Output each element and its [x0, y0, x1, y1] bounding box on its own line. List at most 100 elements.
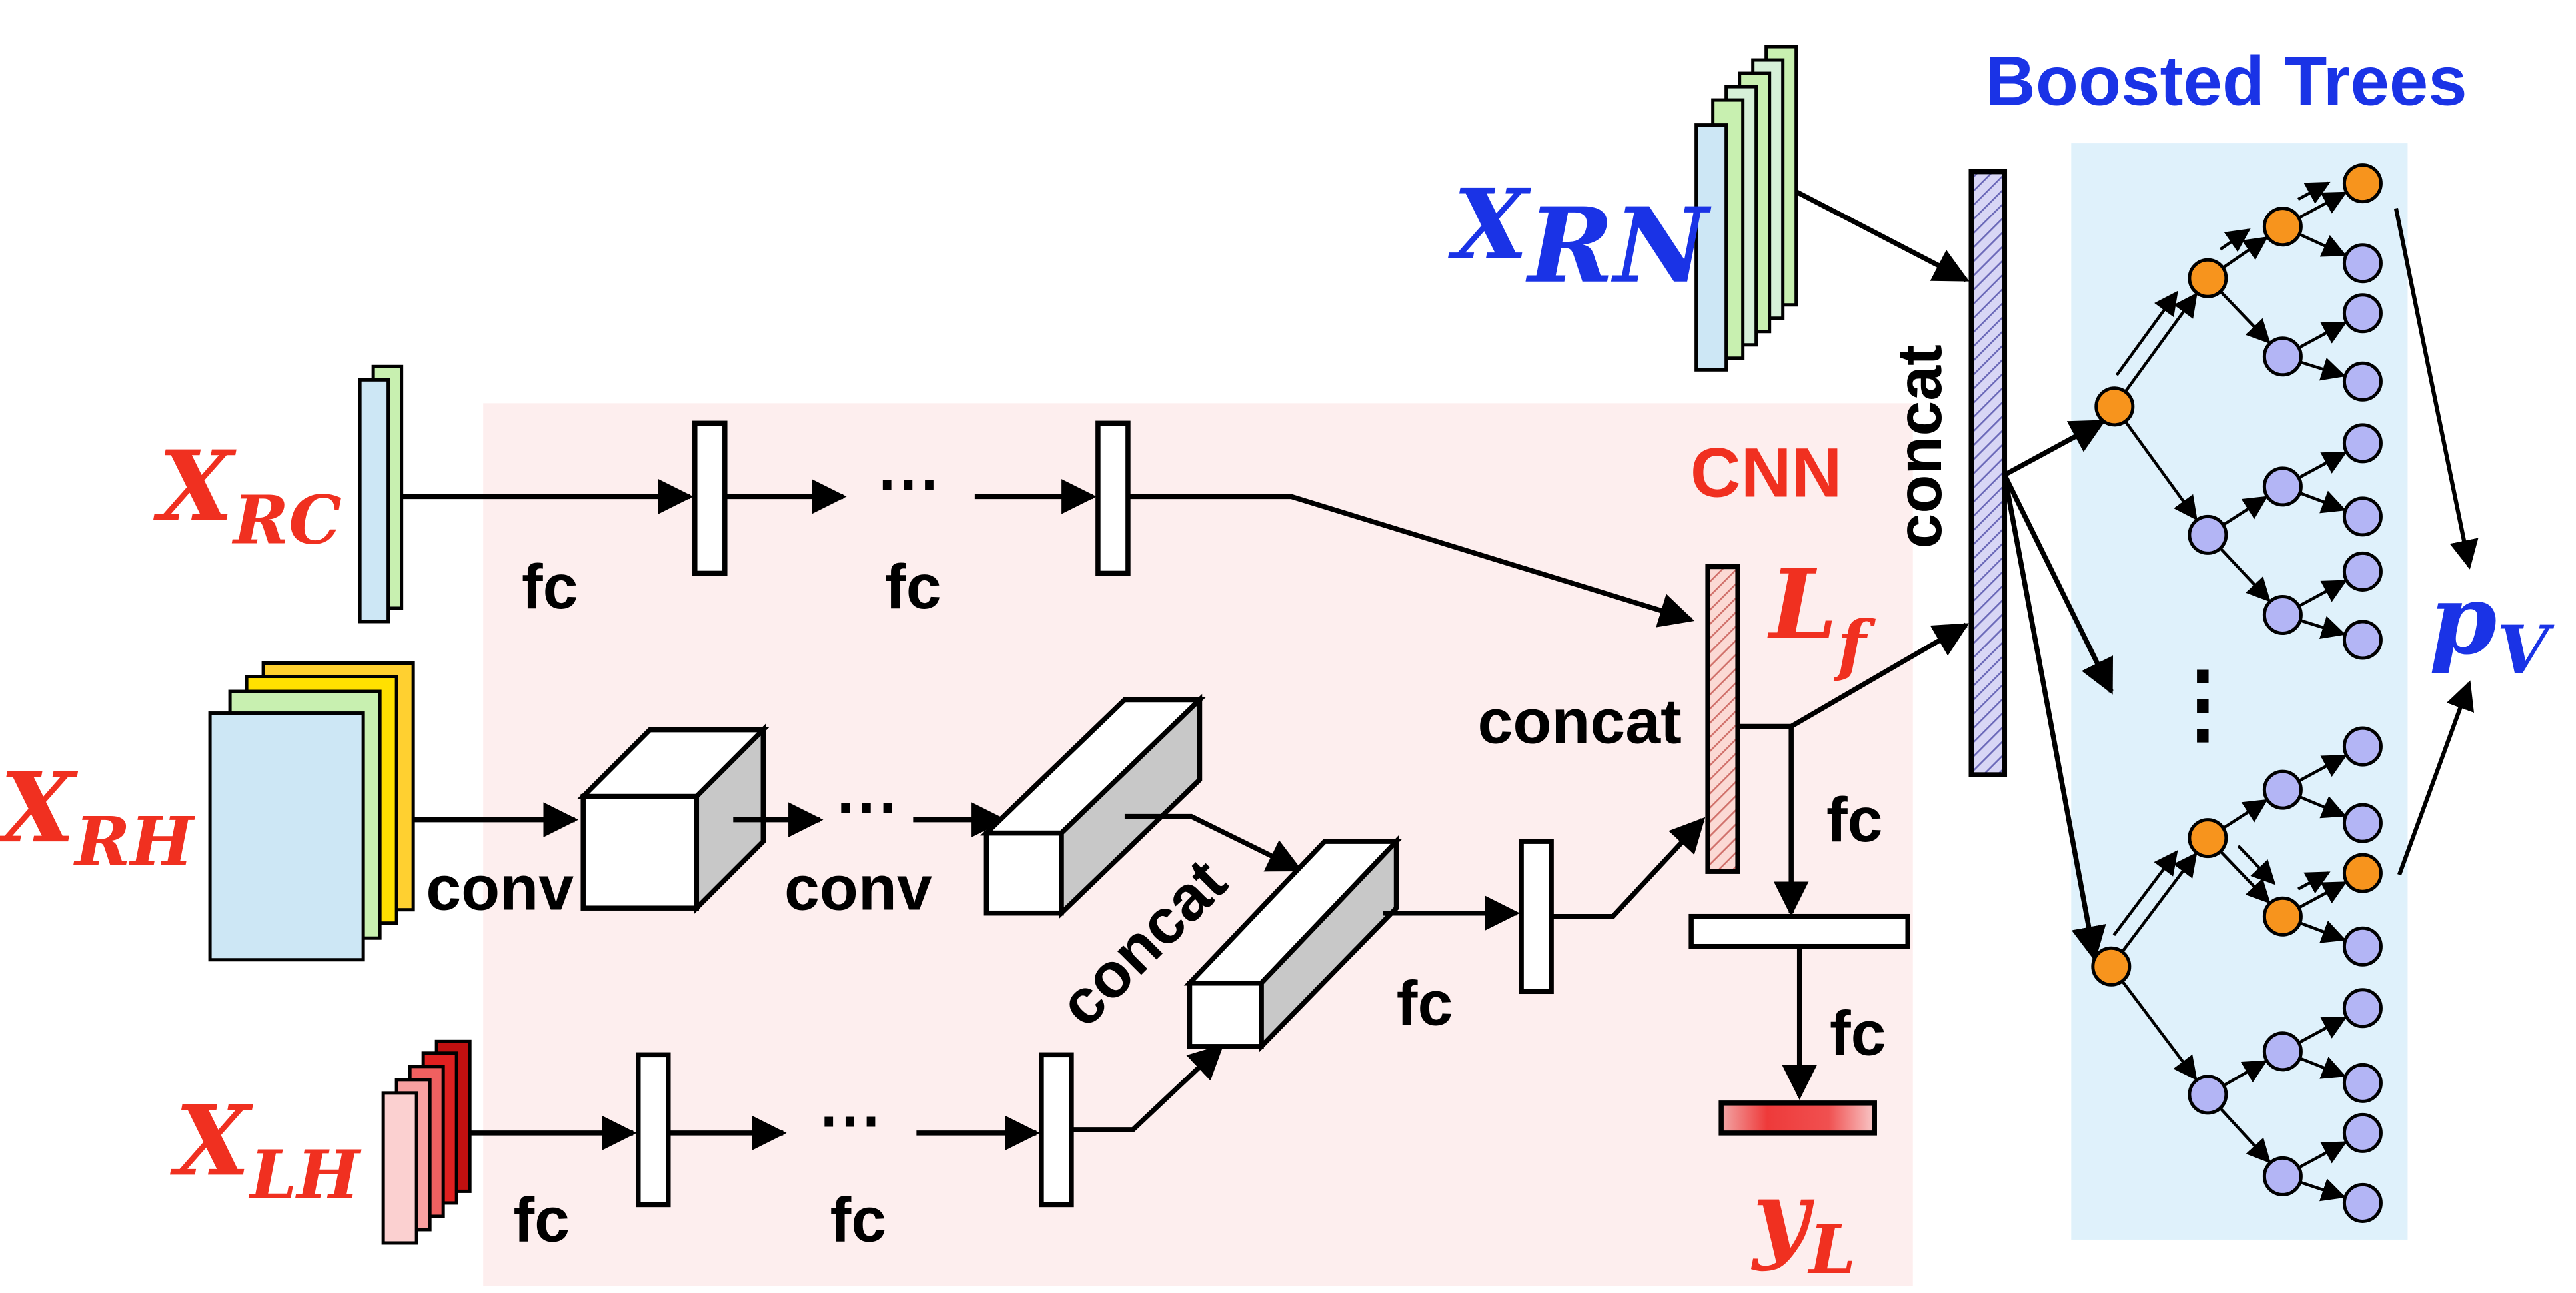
tree-node — [2188, 818, 2228, 859]
tree-root-node — [2094, 386, 2135, 427]
tree-edge — [2297, 181, 2331, 204]
tree-leaf-node — [2342, 803, 2383, 843]
tree-edge — [2219, 547, 2271, 602]
mid-fc-layer — [1519, 839, 1554, 995]
cnn-title: CNN — [1690, 434, 1842, 512]
lf-concat-label: concat — [1478, 687, 1682, 757]
tree-edge — [2299, 795, 2347, 819]
yl-output-layer — [1718, 1100, 1877, 1136]
rc-ellipsis: ⋯ — [876, 448, 940, 519]
x-lh-label: XLH — [170, 1084, 362, 1214]
x-rn-feature-stack — [1694, 45, 1798, 372]
rc-fc-label-1: fc — [522, 552, 578, 622]
tree-edge — [2237, 845, 2276, 885]
tree-leaf-node — [2342, 496, 2383, 537]
tree-node — [2262, 1031, 2303, 1072]
trees-vertical-ellipsis: ⋮ — [2160, 655, 2246, 752]
tree-edge — [2299, 1178, 2346, 1202]
tree-edge — [2298, 321, 2347, 350]
tree-edge — [2219, 290, 2271, 344]
tree-edge — [2299, 490, 2347, 514]
tree-node — [2262, 896, 2303, 937]
big-concat-layer — [1968, 169, 2008, 777]
tree-node — [2262, 336, 2303, 377]
rh-ellipsis: ⋯ — [835, 771, 898, 842]
conv-block-1 — [577, 723, 770, 915]
x-rh-label: XRH — [0, 751, 196, 881]
conv-label-1: conv — [426, 853, 574, 924]
tree-leaf-node — [2342, 361, 2383, 402]
yl-label: yL — [1751, 1160, 1856, 1289]
x-rh-feature-stack — [208, 661, 415, 962]
tree-edge — [2299, 357, 2346, 381]
boosted-trees-title: Boosted Trees — [1985, 43, 2467, 121]
lf-label: Lf — [1767, 548, 1876, 684]
lh-fc-layer-2 — [1039, 1052, 1074, 1208]
tree-node — [2188, 514, 2228, 555]
x-lh-feature-stack — [381, 1039, 472, 1245]
tree-edge — [2298, 451, 2347, 480]
rc-fc-label-2: fc — [885, 552, 941, 622]
concat-block — [1183, 835, 1403, 1053]
tree-edge — [2297, 871, 2331, 894]
x-rn-label: XRN — [1448, 169, 1712, 306]
tree-leaf-node — [2342, 1112, 2383, 1153]
tree-edge — [2222, 236, 2269, 269]
tree-edge — [2298, 1141, 2347, 1169]
tree-node — [2188, 1075, 2228, 1115]
tree-leaf-node — [2342, 551, 2383, 592]
tree-edge — [2219, 850, 2271, 904]
tree-node — [2262, 594, 2303, 635]
tree-leaf-node — [2342, 423, 2383, 464]
lh-fc-label-2: fc — [830, 1184, 886, 1255]
tree-edge — [2121, 980, 2198, 1081]
tree-node — [2188, 258, 2228, 298]
tree-leaf-node — [2342, 243, 2383, 284]
tree-edge — [2223, 1060, 2268, 1087]
tree-leaf-node — [2342, 163, 2383, 204]
pv-label: pV — [2429, 563, 2555, 689]
tree-node — [2262, 1156, 2303, 1196]
tree-leaf-node — [2342, 1063, 2383, 1103]
boosted-trees — [2091, 163, 2383, 1223]
conv-block-2 — [980, 693, 1206, 919]
tree-edge — [2219, 228, 2251, 252]
tree-leaf-node — [2342, 926, 2383, 967]
tree-leaf-node — [2342, 853, 2383, 893]
tree-edge — [2299, 616, 2346, 640]
tree-node — [2262, 769, 2303, 810]
tree-edge — [2298, 754, 2347, 783]
tree-node — [2262, 207, 2303, 247]
conv-label-2: conv — [784, 853, 932, 924]
lf-fc-label: fc — [1826, 785, 1882, 855]
tree-node — [2262, 466, 2303, 507]
lh-fc-layer-1 — [635, 1052, 671, 1208]
tree-edge — [2298, 580, 2347, 608]
tree-edge — [2222, 799, 2268, 830]
lh-fc-label-1: fc — [513, 1184, 569, 1255]
tree-edge — [2298, 1016, 2347, 1045]
tree-edge — [2112, 850, 2178, 937]
x-rc-feature-stack — [358, 364, 404, 624]
lf-feature-layer — [1705, 564, 1740, 874]
rc-fc-layer-1 — [692, 420, 728, 576]
tree-edge — [2124, 420, 2198, 521]
tree-edge — [2299, 1057, 2347, 1079]
tree-leaf-node — [2342, 726, 2383, 767]
tree-leaf-node — [2342, 988, 2383, 1029]
tree-leaf-node — [2342, 293, 2383, 334]
lh-ellipsis: ⋯ — [818, 1084, 882, 1155]
tree-edge — [2219, 1107, 2271, 1164]
tree-edge — [2298, 881, 2347, 909]
output-fc-label: fc — [1830, 998, 1886, 1069]
mid-fc-label: fc — [1397, 968, 1453, 1039]
tree-edge — [2222, 496, 2268, 526]
output-fc-layer — [1688, 913, 1910, 949]
big-concat-label: concat — [1884, 344, 1955, 548]
tree-edge — [2124, 292, 2198, 393]
tree-leaf-node — [2342, 620, 2383, 660]
tree-edge — [2298, 232, 2347, 257]
tree-leaf-node — [2342, 1182, 2383, 1223]
tree-edge — [2298, 191, 2347, 220]
